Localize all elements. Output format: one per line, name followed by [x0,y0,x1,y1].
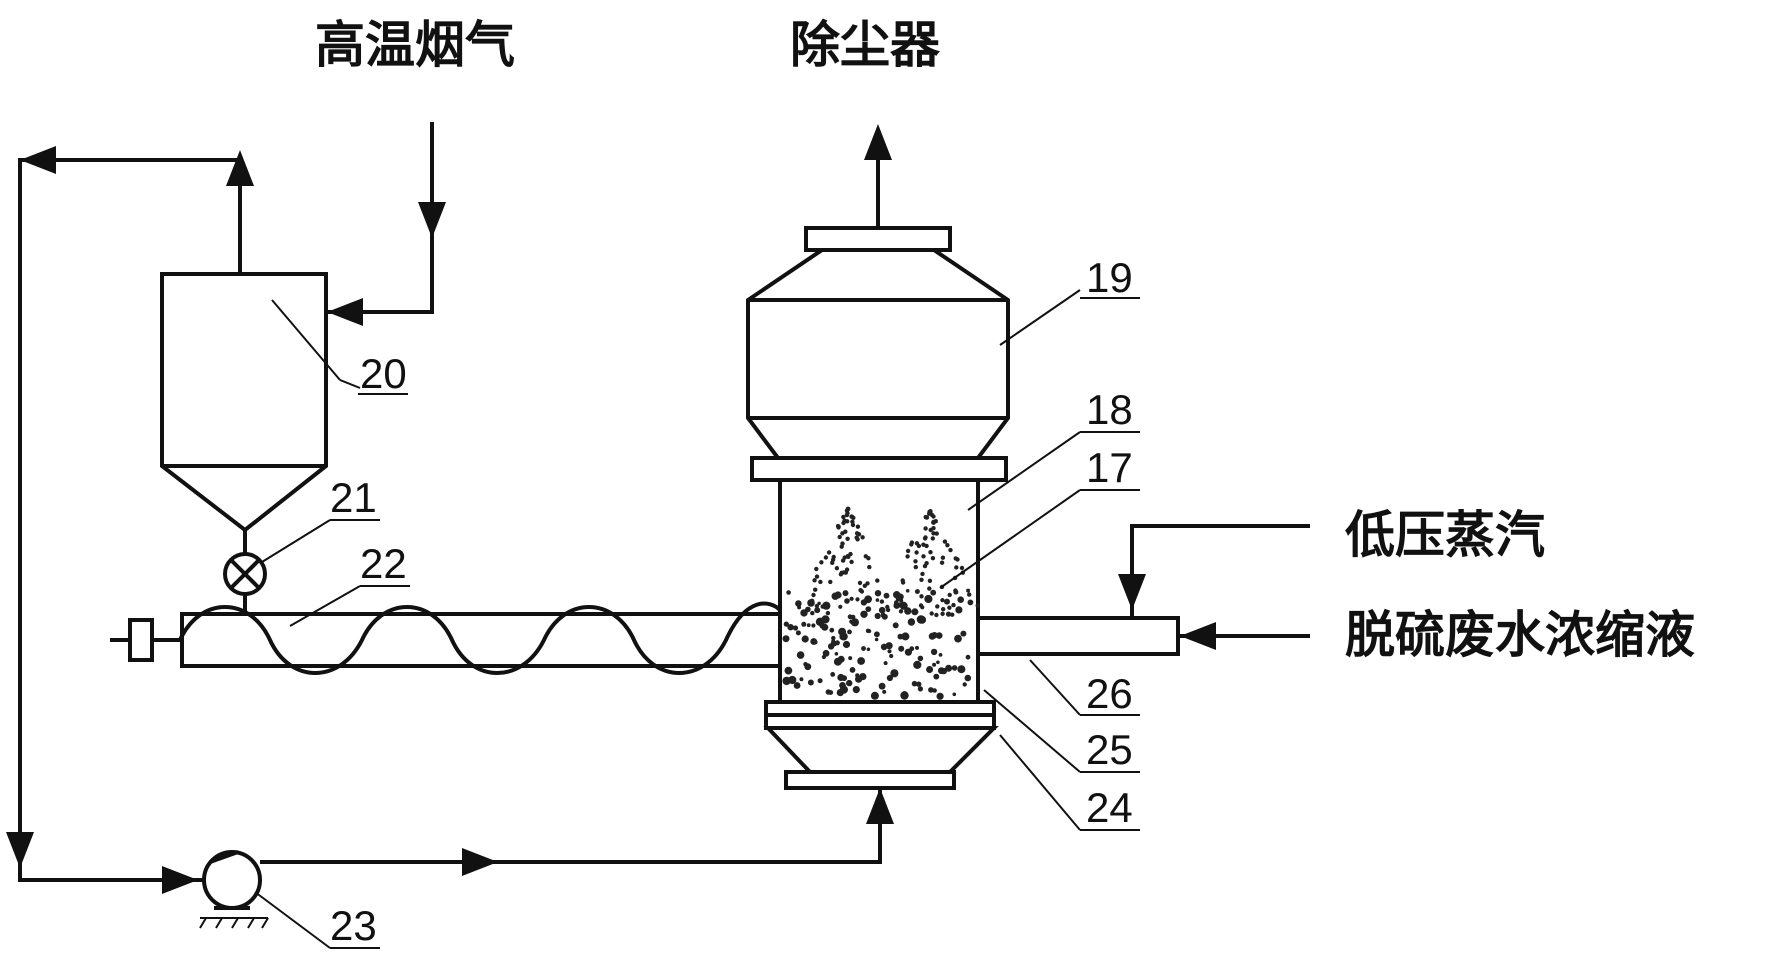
dust-collector-label: 除尘器 [790,16,941,74]
leader-24 [999,734,1081,831]
arrow-up-icon [864,124,892,160]
fan-23 [199,850,331,949]
arrow-down-icon [6,832,34,868]
hopper-20 [160,272,361,533]
reactor-tower [746,124,1081,790]
part-number-25: 25 [1086,726,1133,773]
screw-flight [178,601,782,675]
part-number-26: 26 [1086,670,1133,717]
part-number-22: 22 [360,540,407,587]
part-number-20: 20 [360,350,407,397]
arrow-left-icon [1180,622,1216,650]
screw-conveyor-22 [110,585,782,675]
part-number-19: 19 [1086,254,1133,301]
leader-26 [1029,659,1081,716]
arrow-right-icon [162,866,198,894]
part-number-21: 21 [330,474,377,521]
part-number-18: 18 [1086,386,1133,433]
arrow-down-icon [1118,574,1146,610]
part-number-24: 24 [1086,784,1133,831]
flue-gas-inlet-line [327,122,446,326]
arrow-left-icon [20,146,56,174]
wastewater-concentrate-label: 脱硫废水浓缩液 [1345,606,1695,664]
arrow-up-icon [226,150,254,186]
leader-25 [983,689,1081,773]
fan-outlet-line [260,788,894,876]
drive-coupling [128,618,154,662]
part-number-17: 17 [1086,444,1133,491]
arrow-right-icon [462,848,498,876]
flange-upper [750,456,1008,482]
low-pressure-steam-label: 低压蒸汽 [1345,506,1545,564]
arrow-left-icon [327,298,363,326]
leader-17 [939,489,1081,589]
particle-bed [782,506,980,700]
arrow-up-icon [866,788,894,824]
arrow-down-icon [418,202,446,238]
leader-18 [967,431,1081,511]
flue-gas-label: 高温烟气 [315,16,515,74]
nozzle-pipe-26 [976,524,1310,656]
rotary-valve-21 [223,519,331,614]
part-number-23: 23 [330,902,377,949]
recycle-loop-line [6,146,254,894]
